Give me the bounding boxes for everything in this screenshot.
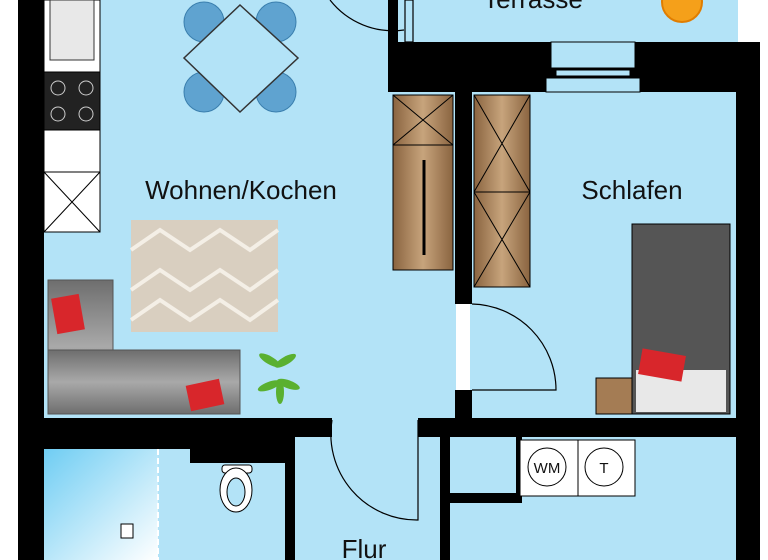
sofa xyxy=(47,279,241,415)
kitchen-counter xyxy=(43,0,101,233)
drain-icon xyxy=(120,523,134,539)
room-label-bedroom: Schlafen xyxy=(581,175,682,205)
nightstand xyxy=(595,377,633,415)
cushion xyxy=(51,293,85,335)
sun-icon xyxy=(661,0,703,23)
sink-icon xyxy=(49,0,95,61)
washing-machine xyxy=(527,447,567,487)
terrace-door[interactable] xyxy=(329,0,414,43)
stove-icon xyxy=(43,71,101,131)
dryer-label: T xyxy=(599,460,608,477)
fridge-icon xyxy=(43,171,101,233)
dining-table xyxy=(182,1,300,114)
dryer xyxy=(584,447,624,487)
room-label-living: Wohnen/Kochen xyxy=(145,175,337,205)
plant-icon xyxy=(257,353,300,404)
washing-machine-label: WM xyxy=(534,460,561,477)
pillow xyxy=(638,348,686,382)
bed xyxy=(595,223,731,415)
wardrobe xyxy=(392,94,531,288)
window xyxy=(545,41,641,93)
room-label-hall: Flur xyxy=(342,534,387,560)
rug xyxy=(129,220,280,332)
shower xyxy=(44,449,158,560)
washer-dryer: WM T xyxy=(519,439,636,497)
hall-door[interactable] xyxy=(330,419,419,521)
bedroom-door[interactable] xyxy=(471,303,557,391)
room-label-terrace: Terrasse xyxy=(483,0,583,14)
toilet-icon xyxy=(219,464,253,513)
cushion xyxy=(185,378,225,412)
